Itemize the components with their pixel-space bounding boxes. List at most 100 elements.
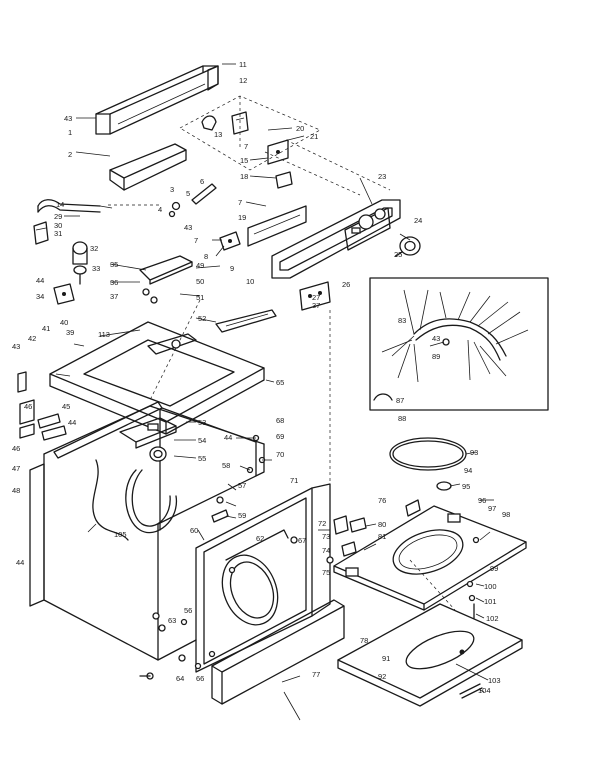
callout-59: 59 <box>238 511 246 520</box>
callout-14: 14 <box>56 200 64 209</box>
callout-83: 83 <box>398 316 406 325</box>
valve-bracket-part <box>33 221 49 245</box>
callout-31: 31 <box>54 229 62 238</box>
drain-pan-part <box>337 603 523 707</box>
knob-part <box>395 236 421 257</box>
callout-47: 47 <box>12 464 20 473</box>
callout-48: 48 <box>12 486 20 495</box>
callout-60: 60 <box>190 526 198 535</box>
callout-71: 71 <box>290 476 298 485</box>
callout-4: 4 <box>158 205 162 214</box>
top-cover-part <box>49 321 265 435</box>
callout-35: 35 <box>110 260 118 269</box>
callout-67: 67 <box>298 536 306 545</box>
leg-bolt-part <box>139 662 202 677</box>
callout-7b: 7 <box>238 198 242 207</box>
callout-66: 66 <box>196 674 204 683</box>
callout-54: 54 <box>198 436 206 445</box>
callout-62: 62 <box>256 534 264 543</box>
callout-97: 97 <box>488 504 496 513</box>
callout-74: 74 <box>322 546 330 555</box>
hose-part <box>37 199 101 213</box>
small-bracket-part <box>267 139 289 165</box>
callout-105: 105 <box>114 530 127 539</box>
callout-80: 80 <box>378 520 386 529</box>
callout-15: 15 <box>240 156 248 165</box>
shaft-part <box>168 183 217 218</box>
callout-41: 41 <box>42 324 50 333</box>
callout-37b: 37 <box>312 301 320 310</box>
callout-44c: 44 <box>224 433 232 442</box>
callout-92: 92 <box>378 672 386 681</box>
callout-36: 36 <box>110 278 118 287</box>
callout-21: 21 <box>310 132 318 141</box>
callout-64: 64 <box>176 674 184 683</box>
support-brace-part <box>215 309 277 333</box>
callout-9: 9 <box>230 264 234 273</box>
callout-37: 37 <box>110 292 118 301</box>
base-bolts <box>466 536 480 619</box>
callout-11: 11 <box>239 60 247 69</box>
hinge-parts <box>17 371 67 441</box>
panel-clip-part <box>299 281 331 311</box>
leveling-leg-part <box>459 683 483 699</box>
callout-3: 3 <box>170 185 174 194</box>
seal-part <box>436 481 452 491</box>
callout-44d: 44 <box>16 558 24 567</box>
callout-91: 91 <box>382 654 390 663</box>
callout-100: 100 <box>484 582 497 591</box>
callout-103: 103 <box>488 676 501 685</box>
callout-13: 13 <box>214 130 222 139</box>
callout-96: 96 <box>478 496 486 505</box>
callout-43: 43 <box>64 114 72 123</box>
callout-18: 18 <box>240 172 248 181</box>
cabinet-screws <box>146 434 266 680</box>
callout-25: 25 <box>394 250 402 259</box>
callout-44: 44 <box>36 276 44 285</box>
callout-46b: 46 <box>12 444 20 453</box>
callout-68: 68 <box>276 416 284 425</box>
callout-43d: 43 <box>432 334 440 343</box>
timer-bracket-part <box>275 171 293 189</box>
water-valve-part <box>72 241 88 285</box>
pump-assembly-part <box>119 417 177 462</box>
control-panel-part <box>271 199 401 279</box>
callout-33: 33 <box>92 264 100 273</box>
callout-102: 102 <box>486 614 499 623</box>
lid-switch-cover-part <box>139 255 193 304</box>
callout-7c: 7 <box>194 236 198 245</box>
callout-5: 5 <box>186 189 190 198</box>
callout-95: 95 <box>462 482 470 491</box>
rotary-switch-part <box>219 231 241 251</box>
callout-75: 75 <box>322 568 330 577</box>
callout-78: 78 <box>360 636 368 645</box>
callout-43c: 43 <box>12 342 20 351</box>
callout-113: 113 <box>98 330 110 339</box>
callout-32: 32 <box>90 244 98 253</box>
callout-56: 56 <box>184 606 192 615</box>
front-panel-part <box>195 483 331 673</box>
callout-labels: 11 12 43 1 2 13 20 21 7 15 18 23 3 5 6 4… <box>12 60 510 695</box>
callout-2: 2 <box>68 150 72 159</box>
top-backsplash-part <box>95 65 219 135</box>
callout-19: 19 <box>238 213 246 222</box>
callout-49: 49 <box>196 261 204 270</box>
callout-51: 51 <box>196 293 204 302</box>
callout-57: 57 <box>238 481 246 490</box>
callout-leader-lines <box>55 63 494 721</box>
timer-plate-part <box>247 205 307 247</box>
callout-101: 101 <box>484 597 497 606</box>
callout-58: 58 <box>222 461 230 470</box>
callout-29: 29 <box>54 212 62 221</box>
tub-ring-part <box>389 437 467 471</box>
callout-39: 39 <box>66 328 74 337</box>
callout-27: 27 <box>312 293 320 302</box>
callout-73: 73 <box>322 532 330 541</box>
switch-part <box>201 111 249 135</box>
callout-20: 20 <box>296 124 304 133</box>
callout-89: 89 <box>432 352 440 361</box>
callout-24: 24 <box>414 216 422 225</box>
bracket-part <box>109 143 187 191</box>
callout-12: 12 <box>239 76 247 85</box>
